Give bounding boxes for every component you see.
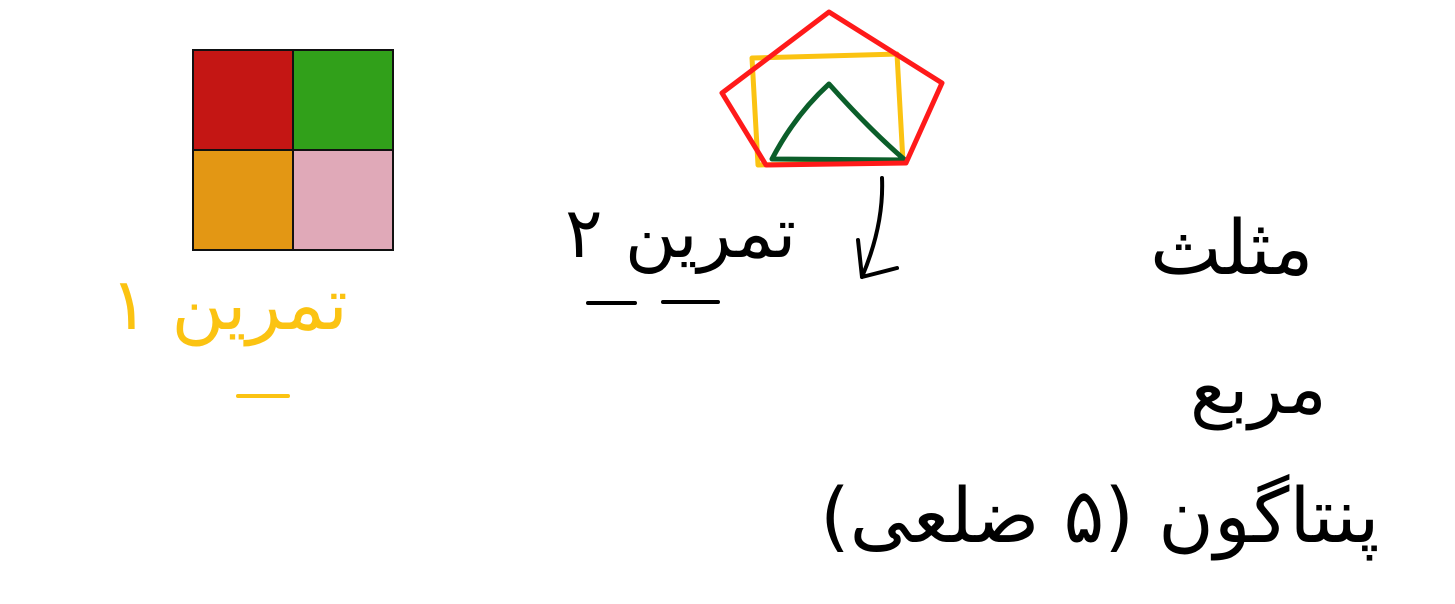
pink-square bbox=[293, 150, 393, 250]
down-arrow-icon bbox=[856, 176, 899, 279]
colored-squares-grid bbox=[192, 49, 394, 251]
exercise2-label: تمرین ۲ bbox=[565, 192, 797, 274]
green-square bbox=[293, 50, 393, 150]
yellow-square-outline bbox=[749, 51, 906, 168]
red-pentagon-outline bbox=[719, 9, 945, 168]
exercise1-label: تمرین ۱ bbox=[110, 262, 348, 346]
green-triangle-outline bbox=[769, 81, 908, 163]
pentagon-word: پنتاگون (۵ ضلعی) bbox=[820, 471, 1380, 560]
square-word: مربع bbox=[1190, 346, 1327, 430]
orange-square bbox=[193, 150, 293, 250]
triangle-word: مثلث bbox=[1150, 203, 1314, 292]
exercise2-underline bbox=[586, 300, 720, 305]
red-square bbox=[193, 50, 293, 150]
